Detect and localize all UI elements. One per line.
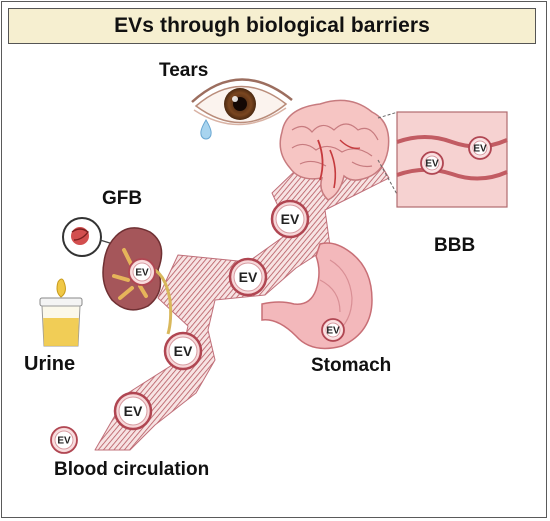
ev-label: EV [239, 269, 258, 285]
ev-label: EV [281, 211, 300, 227]
label-urine: Urine [24, 353, 76, 375]
ev-vesicle-legend: EV [50, 426, 78, 454]
ev-vesicle-mid-ribbon: EV [228, 257, 268, 297]
eye-icon [191, 78, 293, 126]
label-gfb: GFB [102, 188, 143, 209]
ev-vesicle-bbb-bottom: EV [420, 151, 444, 175]
glomerulus-icon [62, 217, 114, 257]
ev-label: EV [326, 326, 340, 337]
ev-label: EV [135, 268, 149, 279]
ev-vesicle-upper-ribbon: EV [270, 199, 310, 239]
stomach-icon [261, 242, 373, 350]
ev-label: EV [473, 144, 487, 155]
brain-icon [279, 99, 390, 201]
ev-label: EV [124, 403, 143, 419]
blood-vessel-icon [396, 111, 508, 208]
ev-vesicle-stomach: EV [321, 318, 345, 342]
ev-vesicle-lower-ribbon: EV [163, 331, 203, 371]
figure-title: EVs through biological barriers [114, 14, 430, 37]
urine-cup-icon [39, 278, 83, 347]
title-bar: EVs through biological barriers [8, 8, 536, 44]
ev-vesicle-bbb-top: EV [468, 136, 492, 160]
ev-label: EV [174, 343, 193, 359]
ev-vesicle-bottom-ribbon: EV [113, 391, 153, 431]
label-tears: Tears [159, 60, 209, 81]
tear-drop-icon [200, 119, 212, 140]
ev-vesicle-kidney: EV [128, 258, 156, 286]
vessel-ribbon-icon [94, 147, 390, 451]
ev-label: EV [57, 436, 71, 447]
label-bbb: BBB [434, 235, 476, 256]
label-blood-circulation: Blood circulation [54, 459, 210, 480]
label-stomach: Stomach [311, 355, 392, 376]
ev-label: EV [425, 159, 439, 170]
